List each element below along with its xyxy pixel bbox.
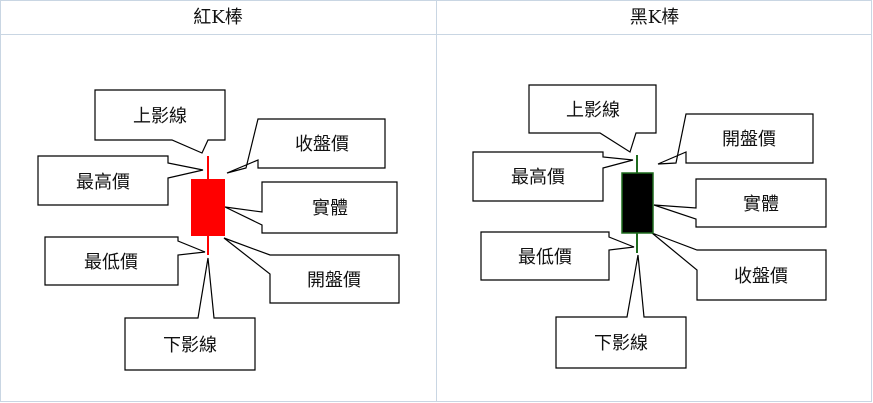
callout-high-price-black [472, 151, 634, 202]
callout-lower-shadow-red [124, 257, 256, 371]
label-close-price-red: 收盤價 [295, 134, 349, 155]
callout-high-price-red [37, 155, 204, 206]
callout-body-red [224, 181, 398, 234]
label-high-price-black: 最高價 [511, 167, 565, 188]
red-candle-title: 紅K棒 [193, 7, 243, 28]
callout-upper-shadow-red [94, 89, 226, 154]
callout-body-black [653, 178, 827, 228]
callout-upper-shadow-black [528, 84, 657, 153]
column-divider [436, 0, 437, 402]
callout-open-price-red [223, 237, 400, 304]
label-lower-shadow-black: 下影線 [594, 333, 648, 354]
label-upper-shadow-black: 上影線 [566, 100, 620, 121]
label-open-price-red: 開盤價 [307, 270, 361, 291]
black-candle-title: 黑K棒 [629, 7, 680, 28]
label-body-red: 實體 [312, 198, 348, 219]
callout-lower-shadow-black [555, 254, 687, 369]
red-candle-body [191, 179, 225, 236]
label-open-price-black: 開盤價 [722, 129, 776, 150]
label-low-price-black: 最低價 [518, 247, 572, 268]
label-high-price-red: 最高價 [76, 172, 130, 193]
label-upper-shadow-red: 上影線 [133, 106, 187, 127]
black-candle-body [621, 172, 654, 234]
header-divider [0, 34, 872, 35]
label-low-price-red: 最低價 [84, 252, 138, 273]
callout-low-price-red [44, 236, 206, 286]
callout-open-price-black [657, 113, 814, 165]
label-body-black: 實體 [743, 194, 779, 215]
callout-close-price-red [226, 118, 386, 174]
callout-low-price-black [480, 231, 635, 281]
label-lower-shadow-red: 下影線 [163, 335, 217, 356]
label-close-price-black: 收盤價 [734, 266, 788, 287]
